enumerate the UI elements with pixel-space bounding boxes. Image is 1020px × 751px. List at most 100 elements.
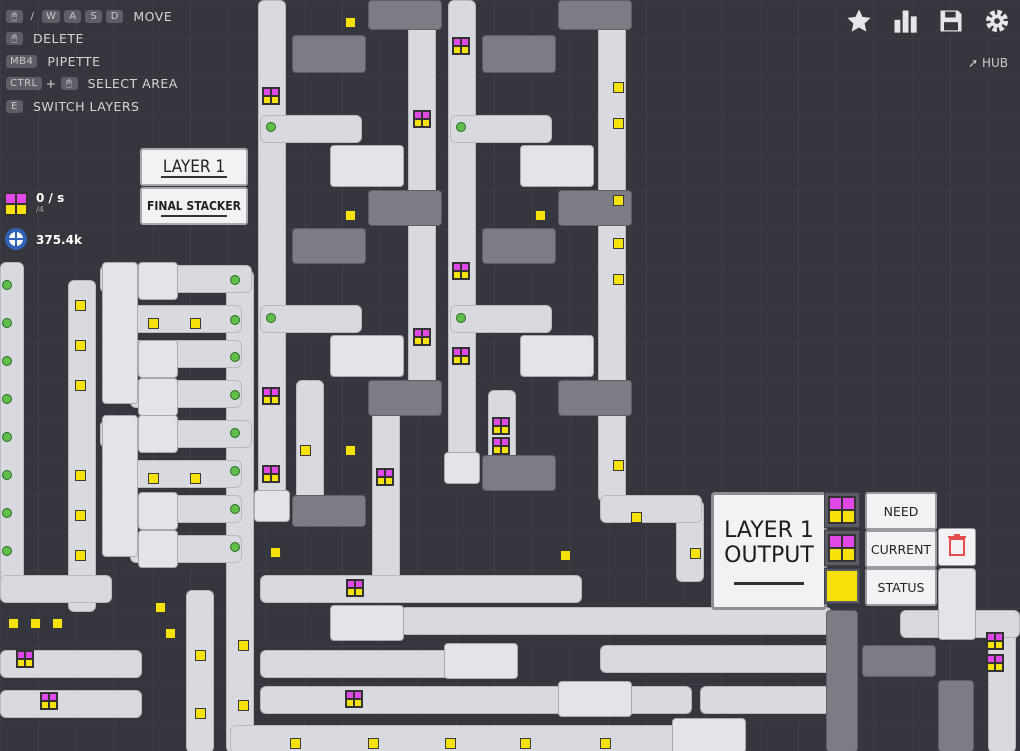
conveyor-belt[interactable] <box>450 115 552 143</box>
status-button[interactable]: STATUS <box>865 568 937 606</box>
splitter-node[interactable] <box>456 122 466 132</box>
stacker-machine[interactable] <box>826 610 858 751</box>
conveyor-belt[interactable] <box>260 305 362 333</box>
save-icon[interactable] <box>936 6 966 36</box>
filter-machine[interactable] <box>672 718 746 751</box>
star-icon[interactable] <box>844 6 874 36</box>
hub-link[interactable]: ➚ HUB <box>968 56 1008 70</box>
conveyor-belt[interactable] <box>0 575 112 603</box>
filter-machine[interactable] <box>330 605 404 641</box>
stacker-machine[interactable] <box>558 0 632 30</box>
splitter-node[interactable] <box>2 280 12 290</box>
filter-machine[interactable] <box>558 681 632 717</box>
shape-item <box>262 387 280 405</box>
splitter-node[interactable] <box>230 352 240 362</box>
conveyor-belt[interactable] <box>260 575 582 603</box>
output-underline <box>734 581 804 585</box>
need-button[interactable]: NEED <box>865 492 937 530</box>
layer-title-sign: LAYER 1 <box>140 148 248 186</box>
splitter-node[interactable] <box>230 275 240 285</box>
splitter-node[interactable] <box>230 315 240 325</box>
stacker-machine[interactable] <box>862 645 936 677</box>
filter-machine[interactable] <box>444 643 518 679</box>
rotator-machine[interactable] <box>138 492 178 530</box>
stacker-machine[interactable] <box>482 35 556 73</box>
stacker-machine[interactable] <box>558 380 632 416</box>
splitter-node[interactable] <box>2 432 12 442</box>
splitter-node[interactable] <box>456 313 466 323</box>
conveyor-belt[interactable] <box>0 262 24 594</box>
current-button[interactable]: CURRENT <box>865 530 937 568</box>
conveyor-belt[interactable] <box>260 650 462 678</box>
stacker-machine[interactable] <box>292 495 366 527</box>
splitter-node[interactable] <box>230 542 240 552</box>
conveyor-belt[interactable] <box>598 0 626 502</box>
layer-title-text: LAYER 1 <box>162 157 226 177</box>
splitter-node[interactable] <box>2 394 12 404</box>
settings-icon[interactable] <box>982 6 1012 36</box>
splitter-node[interactable] <box>2 508 12 518</box>
stacker-machine[interactable] <box>368 0 442 30</box>
stacker-machine[interactable] <box>482 228 556 264</box>
belt-reader[interactable] <box>254 490 290 522</box>
splitter-node[interactable] <box>230 390 240 400</box>
shape-piece <box>535 210 546 221</box>
shape-item <box>376 468 394 486</box>
splitter-node[interactable] <box>230 504 240 514</box>
conveyor-belt[interactable] <box>68 280 96 612</box>
conveyor-belt[interactable] <box>450 305 552 333</box>
stacker-machine[interactable] <box>292 35 366 73</box>
stacker-input[interactable] <box>330 335 404 377</box>
stacker-machine[interactable] <box>292 228 366 264</box>
rotator-machine[interactable] <box>138 378 178 416</box>
trash-bin[interactable] <box>938 528 976 566</box>
conveyor-belt[interactable] <box>186 590 214 751</box>
splitter-node[interactable] <box>2 318 12 328</box>
conveyor-belt[interactable] <box>258 0 286 502</box>
shape-piece <box>270 547 281 558</box>
conveyor-belt[interactable] <box>230 725 732 751</box>
hub-arrow-icon: ➚ <box>968 56 982 70</box>
shape-item <box>986 654 1004 672</box>
stats-icon[interactable] <box>890 6 920 36</box>
shape-item <box>986 632 1004 650</box>
splitter-node[interactable] <box>266 122 276 132</box>
stacker-input[interactable] <box>520 145 594 187</box>
key-ctrl: CTRL <box>6 77 42 90</box>
conveyor-belt[interactable] <box>260 115 362 143</box>
splitter-node[interactable] <box>266 313 276 323</box>
stacker-machine[interactable] <box>482 455 556 491</box>
rotator-machine[interactable] <box>138 530 178 568</box>
filter-machine[interactable] <box>938 568 976 640</box>
shape-item <box>345 690 363 708</box>
stacker-machine[interactable] <box>938 680 974 751</box>
rotator-machine[interactable] <box>138 340 178 378</box>
conveyor-belt[interactable] <box>400 607 832 635</box>
splitter-node[interactable] <box>2 546 12 556</box>
conveyor-belt[interactable] <box>130 305 242 333</box>
splitter-node[interactable] <box>230 466 240 476</box>
splitter-node[interactable] <box>2 470 12 480</box>
rate-value: 0 / s <box>36 191 65 205</box>
conveyor-belt[interactable] <box>448 0 476 462</box>
cutter-machine[interactable] <box>102 415 138 557</box>
target-icon <box>4 227 28 254</box>
conveyor-belt[interactable] <box>600 495 702 523</box>
rotator-machine[interactable] <box>138 262 178 300</box>
conveyor-belt[interactable] <box>600 645 832 673</box>
stacker-input[interactable] <box>330 145 404 187</box>
stacker-input[interactable] <box>520 335 594 377</box>
stacker-machine[interactable] <box>368 380 442 416</box>
conveyor-belt[interactable] <box>700 686 832 714</box>
splitter-node[interactable] <box>230 428 240 438</box>
belt-reader[interactable] <box>444 452 480 484</box>
cutter-machine[interactable] <box>102 262 138 404</box>
conveyor-belt[interactable] <box>130 460 242 488</box>
splitter-node[interactable] <box>2 356 12 366</box>
stacker-machine[interactable] <box>368 190 442 226</box>
shape-piece <box>613 82 624 93</box>
conveyor-belt[interactable] <box>0 690 142 718</box>
conveyor-belt[interactable] <box>372 395 400 597</box>
rotator-machine[interactable] <box>138 415 178 453</box>
